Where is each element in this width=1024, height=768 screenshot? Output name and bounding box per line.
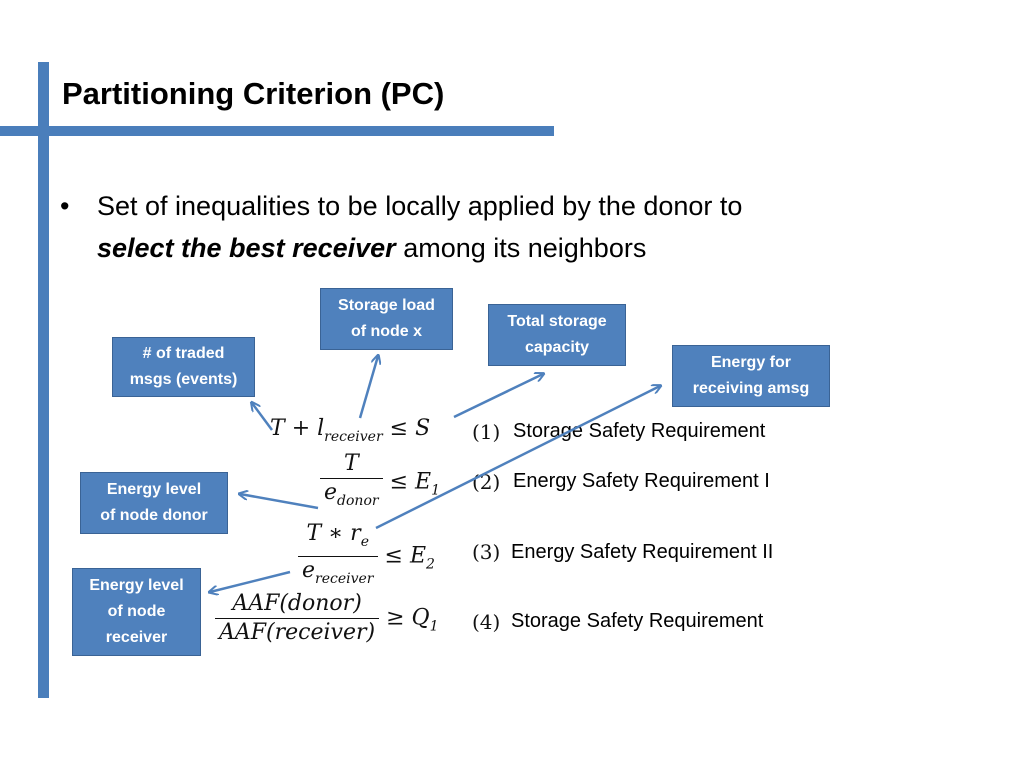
eq-subscript: receiver bbox=[324, 429, 383, 445]
eq-relation: ≤ bbox=[389, 416, 409, 441]
requirement-3: Energy Safety Requirement II bbox=[511, 541, 774, 563]
box-line: Energy level bbox=[89, 577, 184, 594]
box-line: Total storage bbox=[507, 313, 607, 330]
box-energy-receiving: Energy for receiving amsg bbox=[672, 345, 830, 407]
eq-rhs: E bbox=[409, 543, 426, 569]
eq-subscript: receiver bbox=[315, 571, 374, 587]
equation-2: T edonor ≤ E1 bbox=[320, 450, 440, 515]
eq-term: r bbox=[350, 521, 361, 546]
equation-number-1: (1) bbox=[472, 420, 501, 444]
box-traded-msgs: # of traded msgs (events) bbox=[112, 337, 255, 397]
requirement-4: Storage Safety Requirement bbox=[511, 610, 764, 632]
arrow-to-storage-load bbox=[358, 356, 378, 419]
eq-subscript: 1 bbox=[431, 482, 440, 499]
eq-relation: ≥ bbox=[386, 605, 405, 631]
bullet-emphasis: select the best receiver bbox=[97, 233, 396, 263]
box-total-storage: Total storage capacity bbox=[488, 304, 626, 366]
box-energy-receiver: Energy level of node receiver bbox=[72, 568, 201, 656]
eq-operator: ∗ bbox=[328, 521, 344, 546]
eq-operator: + bbox=[291, 416, 311, 441]
box-storage-load: Storage load of node x bbox=[320, 288, 453, 350]
box-line: receiver bbox=[105, 629, 168, 646]
bullet-text: Set of inequalities to be locally applie… bbox=[97, 185, 937, 269]
eq-subscript: donor bbox=[337, 493, 379, 509]
left-accent-bar bbox=[38, 62, 49, 698]
title-underline-bar bbox=[0, 126, 554, 136]
equation-4: AAF(donor) AAF(receiver) ≥ Q1 bbox=[215, 590, 439, 647]
arrow-to-energy-donor bbox=[240, 494, 319, 510]
box-line: receiving amsg bbox=[692, 380, 810, 397]
arrow-to-traded-msgs bbox=[252, 403, 274, 431]
eq-rhs: Q bbox=[411, 605, 430, 631]
eq-fraction: AAF(donor) AAF(receiver) bbox=[215, 590, 380, 647]
eq-subscript: 2 bbox=[426, 556, 435, 573]
eq-numerator: T ∗ re bbox=[298, 520, 378, 557]
eq-fraction: T ∗ re ereceiver bbox=[298, 520, 378, 593]
equation-3: T ∗ re ereceiver ≤ E2 bbox=[298, 520, 435, 593]
equation-1: T + lreceiver ≤ S bbox=[270, 416, 430, 445]
bullet-text-after: among its neighbors bbox=[395, 233, 647, 263]
bullet-text-before: Set of inequalities to be locally applie… bbox=[97, 191, 743, 221]
eq-term: l bbox=[317, 416, 325, 441]
bullet-glyph: • bbox=[60, 191, 70, 221]
box-line: Storage load bbox=[338, 297, 435, 314]
eq-term: T bbox=[270, 416, 285, 441]
equation-number-3: (3) bbox=[472, 540, 501, 564]
requirement-1: Storage Safety Requirement bbox=[513, 420, 766, 442]
arrow-to-energy-receiving bbox=[375, 386, 660, 530]
arrow-to-energy-receiver bbox=[210, 570, 291, 592]
box-line: Energy level bbox=[106, 481, 202, 498]
eq-rhs: E bbox=[415, 469, 432, 495]
box-line: msgs (events) bbox=[129, 371, 238, 388]
eq-subscript: e bbox=[360, 534, 369, 550]
eq-term: e bbox=[302, 558, 316, 583]
box-line: of node donor bbox=[100, 507, 208, 524]
box-line: # of traded bbox=[142, 345, 225, 362]
box-line: of node bbox=[107, 603, 166, 620]
requirement-2: Energy Safety Requirement I bbox=[513, 470, 770, 492]
eq-subscript: 1 bbox=[429, 618, 439, 635]
box-line: of node x bbox=[350, 323, 423, 340]
eq-denominator: AAF(receiver) bbox=[219, 620, 376, 645]
arrow-to-total-storage bbox=[453, 374, 543, 419]
eq-denominator: edonor bbox=[320, 479, 383, 515]
eq-numerator: AAF(donor) bbox=[215, 590, 380, 619]
eq-term: T bbox=[306, 521, 322, 546]
slide-title: Partitioning Criterion (PC) bbox=[62, 76, 445, 111]
eq-rhs: S bbox=[415, 416, 431, 441]
box-line: capacity bbox=[524, 339, 590, 356]
box-line: Energy for bbox=[710, 354, 791, 371]
box-energy-donor: Energy level of node donor bbox=[80, 472, 228, 534]
eq-relation: ≤ bbox=[384, 543, 403, 569]
equation-number-4: (4) bbox=[472, 610, 501, 634]
eq-fraction: T edonor bbox=[320, 450, 383, 515]
eq-denominator: ereceiver bbox=[298, 557, 378, 593]
eq-term: e bbox=[324, 480, 338, 505]
eq-numerator: T bbox=[320, 450, 383, 479]
eq-relation: ≤ bbox=[389, 469, 408, 495]
